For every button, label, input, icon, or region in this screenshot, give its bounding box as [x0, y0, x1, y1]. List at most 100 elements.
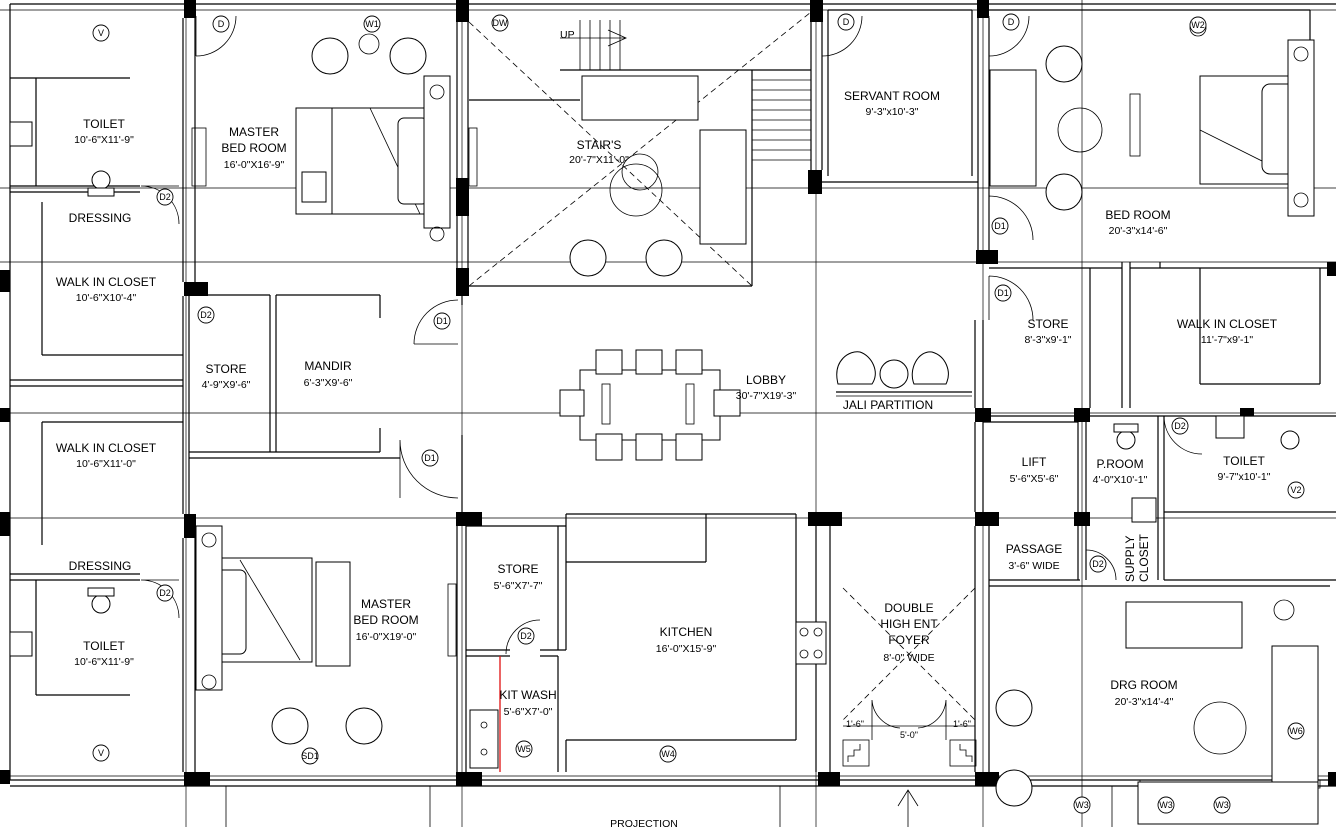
- room-dim: 16'-0"X15'-9": [656, 643, 717, 655]
- bed-icon: [295, 75, 451, 242]
- room-dim: 4'-9"X9'-6": [202, 379, 251, 391]
- svg-text:W4: W4: [661, 749, 675, 759]
- room-dim: 10'-6"X11'-9": [74, 656, 134, 668]
- room-mandir: MANDIR 6'-3"X9'-6": [304, 359, 353, 389]
- tag-d2-toilet-top: D2: [156, 188, 174, 206]
- svg-text:W2: W2: [1191, 20, 1205, 30]
- dining-table-icon: [559, 349, 741, 461]
- jali-partition-label: JALI PARTITION: [843, 398, 933, 412]
- room-name: MANDIR: [304, 359, 352, 373]
- room-stairs: STAIR'S 20'-7"X11'-0": [569, 138, 629, 166]
- furniture: [9, 19, 1319, 827]
- svg-text:D2: D2: [200, 310, 212, 320]
- room-name: TOILET: [1223, 454, 1265, 468]
- room-dim: 16'-0"X19'-0": [356, 631, 417, 643]
- room-dim: 11'-7"x9'-1": [1201, 334, 1253, 346]
- room-name: SERVANT ROOM: [844, 89, 940, 103]
- room-dim: 30'-7"X19'-3": [736, 390, 797, 402]
- supply-closet-label: SUPPLYCLOSET: [1123, 533, 1151, 582]
- tag-v-bottom: V: [92, 744, 110, 762]
- svg-text:D: D: [843, 17, 850, 27]
- room-kitchen: KITCHEN 16'-0"X15'-9": [656, 625, 717, 655]
- chairs-icon: [311, 33, 427, 75]
- room-store-right: STORE 8'-3"x9'-1": [1024, 317, 1071, 346]
- tag-d2-proom: D2: [1171, 417, 1189, 435]
- svg-text:W6: W6: [1289, 726, 1303, 736]
- room-name: LIFT: [1022, 455, 1047, 469]
- svg-text:D2: D2: [1092, 559, 1104, 569]
- room-dim: 20'-3"x14'-6": [1109, 225, 1168, 237]
- tag-d2-toilet-bottom: D2: [156, 584, 174, 602]
- room-dim: 8'-3"x9'-1": [1024, 334, 1071, 346]
- room-dim: 3'-6" WIDE: [1008, 560, 1059, 572]
- stair-treads: [560, 20, 811, 161]
- room-name: KIT WASH: [499, 688, 556, 702]
- dressing-label: DRESSING: [69, 559, 132, 573]
- tag-v2: V2: [1287, 481, 1305, 499]
- room-bed: BED ROOM 20'-3"x14'-6": [1105, 208, 1170, 237]
- room-toilet-bottom-left: TOILET 10'-6"X11'-9": [74, 639, 134, 668]
- foyer-dim-label: 1'-6": [953, 719, 971, 729]
- tag-d1-mandir: D1: [433, 312, 451, 330]
- room-walk-in-closet-top-left: WALK IN CLOSET 10'-6"X10'-4": [56, 275, 157, 304]
- room-store-kitchen: STORE 5'-6"X7'-7": [494, 562, 543, 592]
- room-name: DRG ROOM: [1110, 678, 1177, 692]
- room-name: STAIR'S: [577, 138, 622, 152]
- room-name: STORE: [497, 562, 538, 576]
- tag-w2: W2: [1189, 16, 1207, 34]
- room-servant: SERVANT ROOM 9'-3"x10'-3": [844, 89, 940, 118]
- tag-w3-mid: W3: [1157, 796, 1175, 814]
- sofa-icon: [569, 75, 747, 277]
- tag-dw: DW: [491, 14, 509, 32]
- tag-d1-lower: D1: [421, 449, 439, 467]
- doors: [140, 15, 1203, 740]
- tag-d-mbr-top: D: [212, 15, 230, 33]
- foyer-dim-label: 1'-6": [846, 719, 864, 729]
- room-p-room: P.ROOM 4'-0"X10'-1": [1093, 457, 1148, 486]
- room-dim: 5'-6"X7'-7": [494, 580, 543, 592]
- svg-text:D1: D1: [424, 453, 436, 463]
- room-name: PASSAGE: [1006, 542, 1062, 556]
- svg-text:D1: D1: [994, 221, 1006, 231]
- room-lift: LIFT 5'-6"X5'-6": [1010, 455, 1059, 485]
- room-toilet-right: TOILET 9'-7"x10'-1": [1218, 454, 1271, 483]
- svg-text:V2: V2: [1290, 485, 1301, 495]
- room-dim: 5'-6"X7'-0": [504, 706, 553, 718]
- tag-w4: W4: [659, 745, 677, 763]
- drawing-room-sofas-icon: [995, 599, 1319, 825]
- dressing-label: DRESSING: [69, 211, 132, 225]
- svg-text:SD1: SD1: [301, 751, 319, 761]
- svg-text:D: D: [218, 19, 225, 29]
- room-lobby: LOBBY 30'-7"X19'-3": [736, 373, 797, 402]
- room-name: TOILET: [83, 639, 125, 653]
- bed-icon-bottom: [195, 525, 383, 745]
- room-name: WALK IN CLOSET: [56, 441, 157, 455]
- room-walk-in-closet-bottom-left: WALK IN CLOSET 10'-6"X11'-0": [56, 441, 157, 470]
- room-store-left: STORE 4'-9"X9'-6": [202, 362, 251, 391]
- tag-d2-store: D2: [197, 306, 215, 324]
- room-name: WALK IN CLOSET: [1177, 317, 1278, 331]
- tag-d1-store-right: D1: [994, 284, 1012, 302]
- tag-d-servant: D: [837, 13, 855, 31]
- room-passage: PASSAGE 3'-6" WIDE: [1006, 542, 1062, 572]
- room-name: P.ROOM: [1096, 457, 1143, 471]
- foyer-steps: [842, 725, 977, 827]
- svg-text:D2: D2: [159, 192, 171, 202]
- foyer-dim-label: 5'-0": [900, 730, 918, 740]
- room-toilet-top-left: TOILET 10'-6"X11'-9": [74, 117, 134, 146]
- bed-icon-right: [989, 19, 1315, 217]
- room-name: WALK IN CLOSET: [56, 275, 157, 289]
- svg-text:W3: W3: [1215, 800, 1229, 810]
- room-dim: 6'-3"X9'-6": [304, 377, 353, 389]
- svg-text:D: D: [1008, 17, 1015, 27]
- room-dim: 10'-6"X11'-0": [76, 458, 136, 470]
- room-dim: 9'-7"x10'-1": [1218, 471, 1271, 483]
